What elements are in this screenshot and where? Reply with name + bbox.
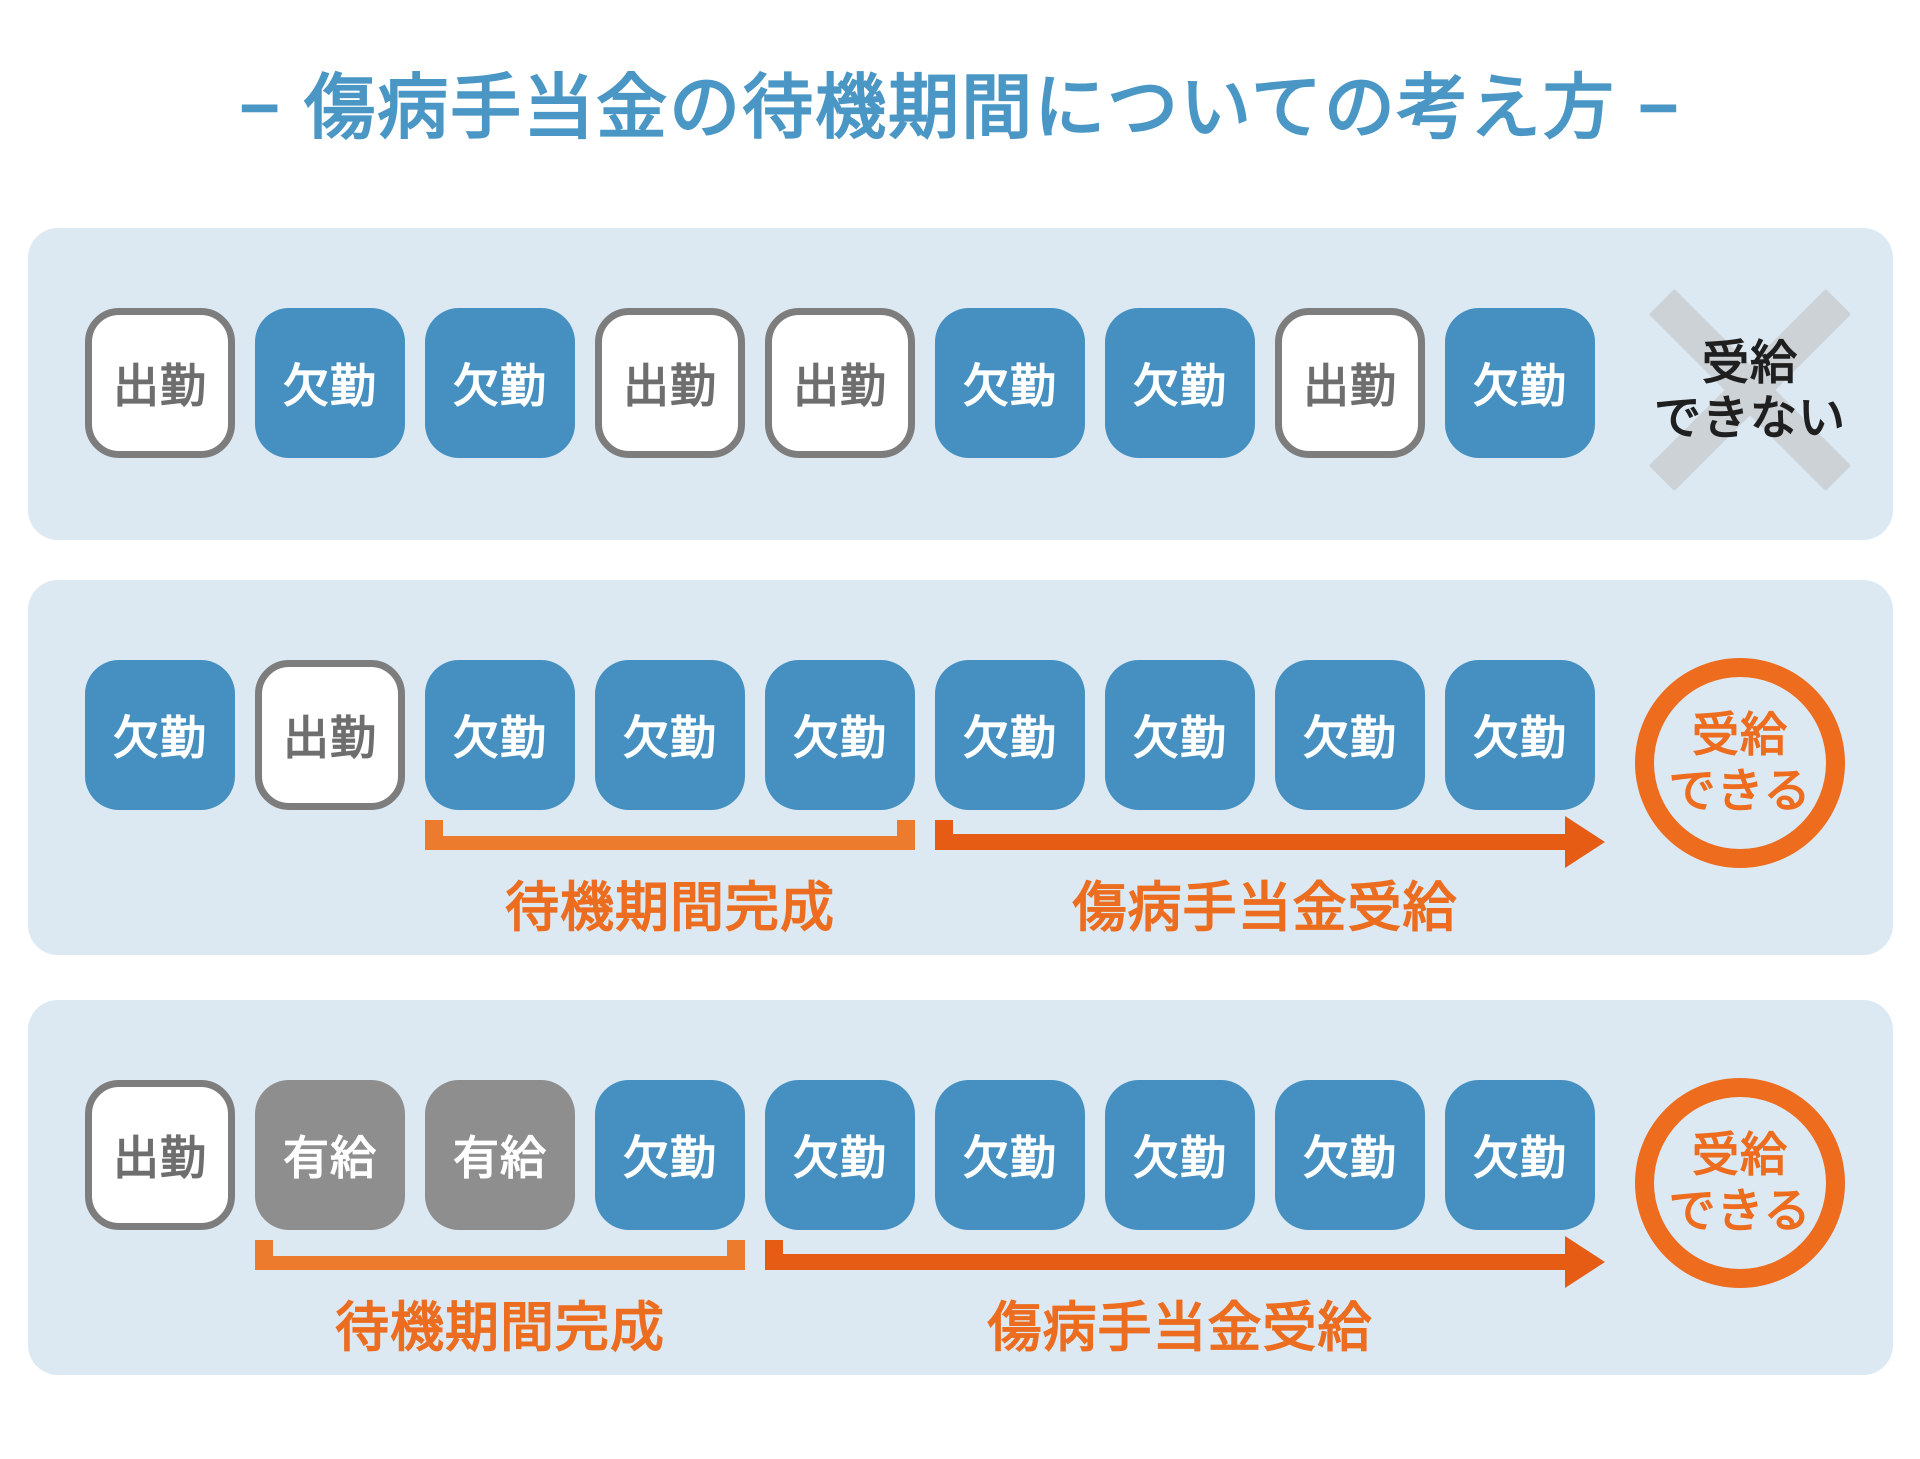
result-text-line: できる — [1668, 1184, 1812, 1237]
day-box-absence: 欠勤 — [1445, 660, 1595, 810]
day-box-absence: 欠勤 — [1445, 1080, 1595, 1230]
day-box-absence: 欠勤 — [595, 660, 745, 810]
result-text-line: 受給 — [1702, 336, 1798, 389]
case-panel-benefit-2: 出勤有給有給欠勤欠勤欠勤欠勤欠勤欠勤待機期間完成傷病手当金受給受給できる — [28, 1000, 1893, 1375]
case-panel-no-benefit: 出勤欠勤欠勤出勤出勤欠勤欠勤出勤欠勤受給できない — [28, 228, 1893, 540]
result-text-line: できる — [1668, 764, 1812, 817]
day-box-paid-leave: 有給 — [425, 1080, 575, 1230]
waiting-period-bracket — [255, 1240, 745, 1270]
day-box-absence: 欠勤 — [765, 660, 915, 810]
day-box-absence: 欠勤 — [765, 1080, 915, 1230]
day-box-absence: 欠勤 — [1105, 1080, 1255, 1230]
result-text-line: 受給 — [1692, 1128, 1788, 1181]
bracket-tick-r — [897, 820, 915, 850]
day-box-absence: 欠勤 — [425, 308, 575, 458]
day-box-absence: 欠勤 — [935, 308, 1085, 458]
day-box-attendance: 出勤 — [85, 308, 235, 458]
waiting-period-label: 待機期間完成 — [505, 877, 835, 938]
day-box-attendance: 出勤 — [85, 1080, 235, 1230]
arrowhead-icon — [1565, 1236, 1605, 1288]
result-benefit-circle: 受給できる — [1635, 658, 1845, 868]
day-box-absence: 欠勤 — [935, 660, 1085, 810]
day-box-absence: 欠勤 — [935, 1080, 1085, 1230]
result-text-line: できない — [1654, 391, 1846, 444]
day-box-absence: 欠勤 — [1275, 660, 1425, 810]
diagram-title: − 傷病手当金の待機期間についての考え方 − — [238, 69, 1682, 148]
day-box-absence: 欠勤 — [595, 1080, 745, 1230]
day-box-attendance: 出勤 — [255, 660, 405, 810]
arrow-bar — [935, 834, 1569, 850]
waiting-period-bracket — [425, 820, 915, 850]
day-box-absence: 欠勤 — [425, 660, 575, 810]
bracket-bar — [425, 836, 915, 850]
result-benefit-circle: 受給できる — [1635, 1078, 1845, 1288]
arrowhead-icon — [1565, 816, 1605, 868]
benefit-period-label: 傷病手当金受給 — [987, 1297, 1373, 1358]
result-text: 受給できない — [1620, 260, 1880, 520]
day-box-absence: 欠勤 — [255, 308, 405, 458]
day-box-attendance: 出勤 — [595, 308, 745, 458]
result-text-line: 受給 — [1692, 708, 1788, 761]
day-box-absence: 欠勤 — [1445, 308, 1595, 458]
day-box-attendance: 出勤 — [765, 308, 915, 458]
arrow-bar — [765, 1254, 1569, 1270]
waiting-period-label: 待機期間完成 — [335, 1297, 665, 1358]
benefit-period-label: 傷病手当金受給 — [1072, 877, 1458, 938]
day-box-absence: 欠勤 — [1275, 1080, 1425, 1230]
benefit-period-arrow — [765, 1236, 1605, 1288]
day-box-absence: 欠勤 — [1105, 308, 1255, 458]
bracket-bar — [255, 1256, 745, 1270]
result-no-benefit: 受給できない — [1620, 260, 1880, 520]
benefit-period-arrow — [935, 816, 1605, 868]
day-box-absence: 欠勤 — [85, 660, 235, 810]
case-panel-benefit-1: 欠勤出勤欠勤欠勤欠勤欠勤欠勤欠勤欠勤待機期間完成傷病手当金受給受給できる — [28, 580, 1893, 955]
bracket-tick-r — [727, 1240, 745, 1270]
day-box-absence: 欠勤 — [1105, 660, 1255, 810]
day-box-attendance: 出勤 — [1275, 308, 1425, 458]
day-box-paid-leave: 有給 — [255, 1080, 405, 1230]
